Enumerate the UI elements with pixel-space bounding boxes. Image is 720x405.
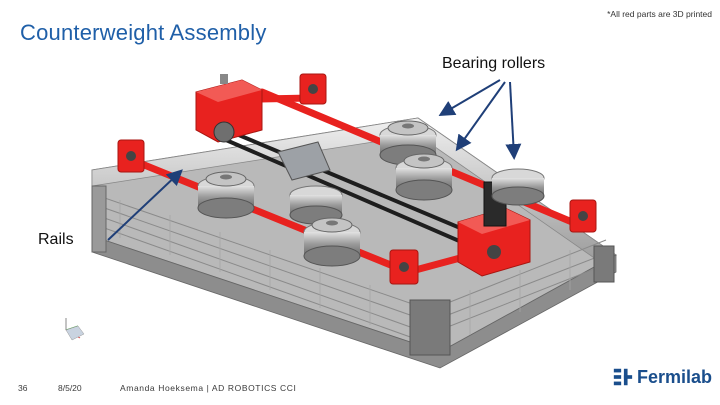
bearing-rollers-label: Bearing rollers xyxy=(442,55,546,72)
roller-1 xyxy=(379,120,437,166)
arrow-to-roller-middle xyxy=(455,81,506,152)
rails-label: Rails xyxy=(38,231,74,248)
printed-parts-note: *All red parts are 3D printed xyxy=(607,9,712,19)
belt xyxy=(221,126,485,252)
slide-author: Amanda Hoeksema | AD ROBOTICS CCI xyxy=(120,383,297,393)
annotation-arrows xyxy=(107,79,522,241)
fermilab-logo-text: Fermilab xyxy=(636,366,712,387)
slide-title: Counterweight Assembly xyxy=(20,20,267,45)
arrow-to-roller-right xyxy=(505,81,522,160)
red-motor-block-right xyxy=(457,181,531,277)
roller-2 xyxy=(395,153,453,201)
fermilab-logo: Fermilab xyxy=(612,364,712,390)
red-motor-block-left xyxy=(195,74,263,143)
arrow-to-roller-left xyxy=(438,79,501,117)
axis-triad-icon xyxy=(65,318,85,341)
slide-date: 8/5/20 xyxy=(58,383,82,393)
roller-4 xyxy=(197,171,255,219)
roller-3 xyxy=(491,168,545,206)
bracket-holes xyxy=(126,84,588,272)
roller-6 xyxy=(303,217,361,267)
slide-number: 36 xyxy=(18,383,28,393)
arrow-to-rails xyxy=(107,169,183,241)
bearing-rollers xyxy=(197,120,545,267)
fermilab-logo-icon xyxy=(613,368,633,386)
center-plate xyxy=(277,141,331,181)
